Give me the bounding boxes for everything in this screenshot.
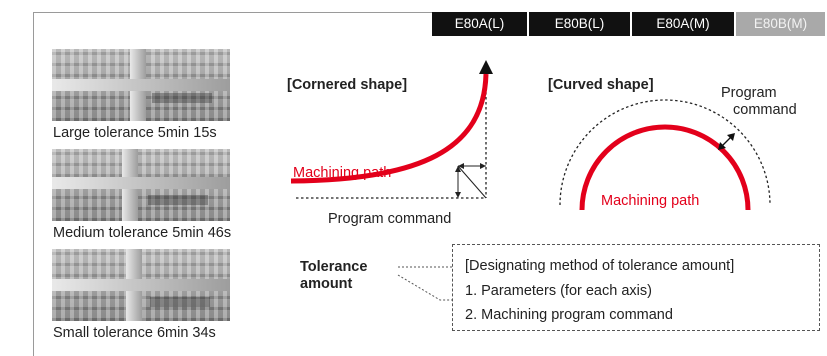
arrow-head-icon: [718, 142, 726, 150]
tolerance-leader: [397, 266, 452, 301]
designating-method-box: [Designating method of tolerance amount]…: [452, 244, 820, 331]
small-tolerance-caption: Small tolerance 6min 34s: [53, 325, 216, 341]
arrow-head-icon: [480, 163, 486, 169]
curved-command-label-line1: Program: [721, 85, 777, 101]
curved-machining-path: [579, 124, 751, 211]
designating-method-item: 2. Machining program command: [465, 307, 673, 323]
designating-method-heading: [Designating method of tolerance amount]: [465, 258, 735, 274]
tab-e80a-m[interactable]: E80A(M): [632, 12, 736, 36]
cornered-machining-path: [290, 73, 489, 184]
arrow-head-icon: [458, 163, 464, 169]
diagram-frame: [33, 12, 827, 356]
large-tolerance-caption: Large tolerance 5min 15s: [53, 125, 217, 141]
tolerance-label-line2: amount: [300, 276, 353, 292]
tab-e80b-l[interactable]: E80B(L): [529, 12, 632, 36]
tolerance-label-line1: Tolerance: [300, 259, 368, 275]
curved-path-label: Machining path: [601, 193, 700, 209]
cornered-command-label: Program command: [328, 211, 452, 227]
curved-command-label-line2: command: [733, 102, 797, 118]
curved-program-command: [559, 99, 771, 206]
tab-e80a-l[interactable]: E80A(L): [432, 12, 529, 36]
small-tolerance-photo: [52, 249, 230, 321]
designating-method-item: 1. Parameters (for each axis): [465, 283, 652, 299]
tab-e80b-m[interactable]: E80B(M): [736, 12, 827, 36]
arrow-head-icon: [455, 192, 461, 198]
large-tolerance-photo: [52, 49, 230, 121]
cornered-shape-title: [Cornered shape]: [287, 77, 408, 93]
arrow-head-icon: [479, 60, 493, 74]
medium-tolerance-caption: Medium tolerance 5min 46s: [53, 225, 232, 241]
curved-shape-title: [Curved shape]: [548, 77, 654, 93]
medium-tolerance-photo: [52, 149, 230, 221]
model-tabs: E80A(L) E80B(L) E80A(M) E80B(M): [432, 12, 827, 36]
corner-diagonal: [457, 165, 487, 199]
cornered-path-label: Machining path: [293, 165, 392, 181]
arrow-head-icon: [727, 133, 735, 141]
arrow-head-icon: [455, 166, 461, 172]
